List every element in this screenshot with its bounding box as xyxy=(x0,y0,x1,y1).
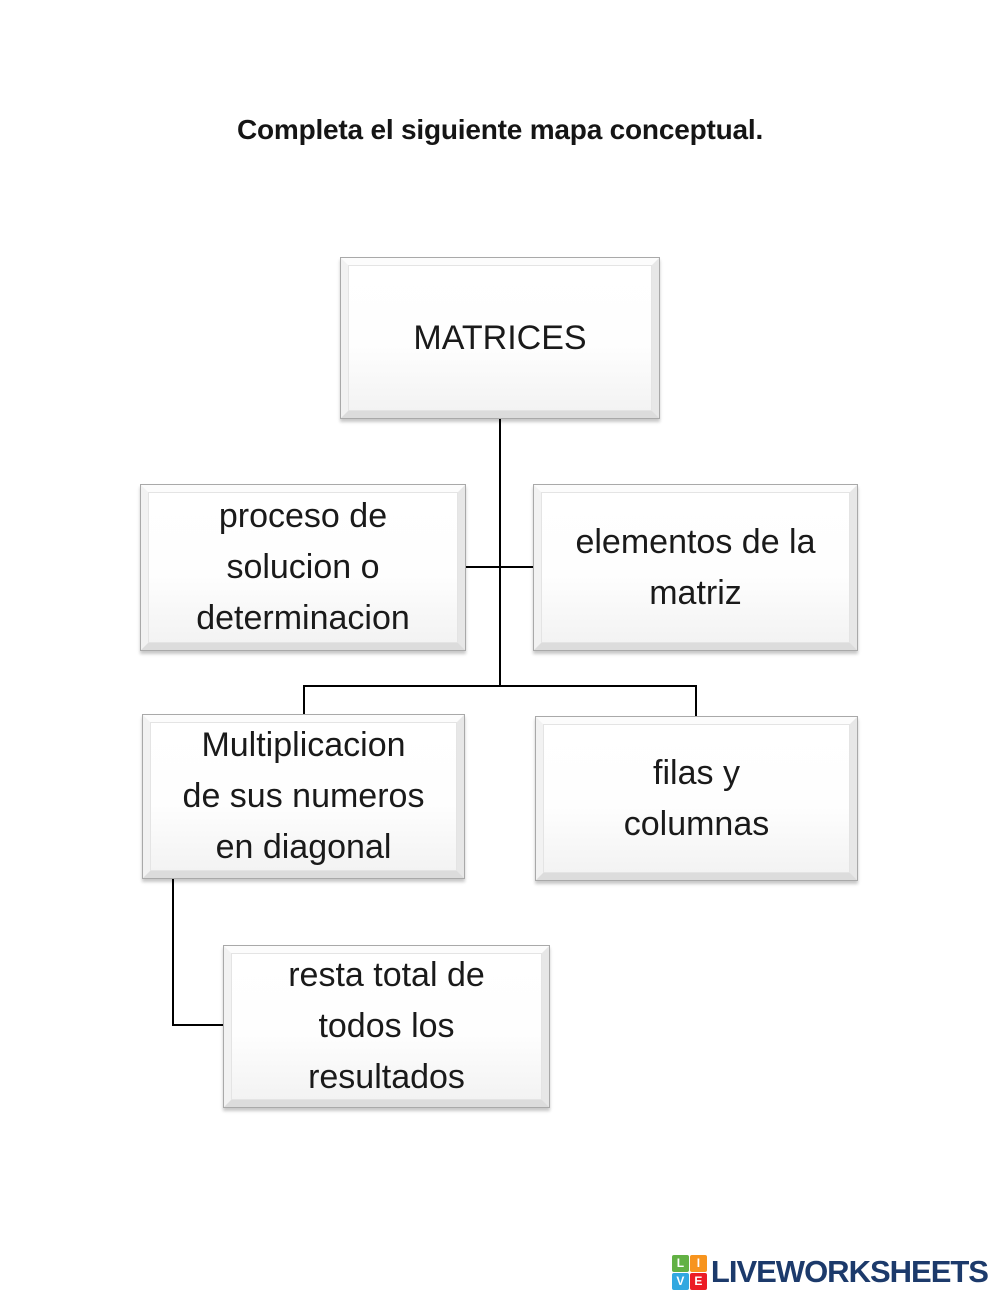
node-resta: resta total de todos los resultados xyxy=(223,945,550,1108)
logo-square-v: V xyxy=(671,1272,689,1290)
node-resta-text: resta total de todos los resultados xyxy=(231,953,542,1100)
connector-matrices-trunk xyxy=(499,418,501,686)
node-multiplicacion: Multiplicacion de sus numeros en diagona… xyxy=(142,714,465,879)
node-text-line: resta total de xyxy=(288,956,485,994)
connector-branch-left-drop xyxy=(303,685,305,715)
node-text-line: proceso de xyxy=(218,497,388,535)
node-text-line: columnas xyxy=(623,804,770,843)
node-proceso-text: proceso de solucion o determinacion xyxy=(148,492,458,643)
node-matrices: MATRICES xyxy=(340,257,660,419)
node-text-line: solucion o xyxy=(226,548,380,586)
node-proceso: proceso de solucion o determinacion xyxy=(140,484,466,651)
node-elementos-text: elementos de la matriz xyxy=(541,492,850,643)
liveworksheets-logo-icon: L I V E xyxy=(671,1254,707,1290)
node-matrices-text: MATRICES xyxy=(348,265,652,411)
logo-square-l: L xyxy=(671,1254,689,1272)
node-filas: filas y columnas xyxy=(535,716,858,881)
page-title: Completa el siguiente mapa conceptual. xyxy=(236,114,764,145)
node-text-line: determinacion xyxy=(196,599,410,637)
connector-branch-horizontal xyxy=(303,685,697,687)
logo-square-e: E xyxy=(689,1272,707,1290)
node-text-line: filas y xyxy=(653,753,740,792)
connector-multiplicacion-down xyxy=(172,877,174,1026)
node-elementos: elementos de la matriz xyxy=(533,484,858,651)
liveworksheets-wordmark: LIVEWORKSHEETS xyxy=(710,1254,989,1289)
node-text-line: MATRICES xyxy=(413,318,587,357)
connector-resta-horizontal xyxy=(172,1024,224,1026)
node-text-line: todos los xyxy=(318,1007,455,1045)
node-text-line: Multiplicacion xyxy=(201,726,406,764)
node-filas-text: filas y columnas xyxy=(543,724,850,873)
node-text-line: elementos de la xyxy=(575,522,816,561)
node-text-line: matriz xyxy=(649,573,742,612)
liveworksheets-logo: L I V E LIVEWORKSHEETS xyxy=(671,1254,989,1290)
node-multiplicacion-text: Multiplicacion de sus numeros en diagona… xyxy=(150,722,457,871)
connector-branch-right-drop xyxy=(695,685,697,717)
node-text-line: de sus numeros xyxy=(182,777,425,815)
node-text-line: resultados xyxy=(308,1058,465,1096)
connector-upper-horizontal xyxy=(466,566,533,568)
node-text-line: en diagonal xyxy=(215,828,392,866)
logo-square-i: I xyxy=(689,1254,707,1272)
